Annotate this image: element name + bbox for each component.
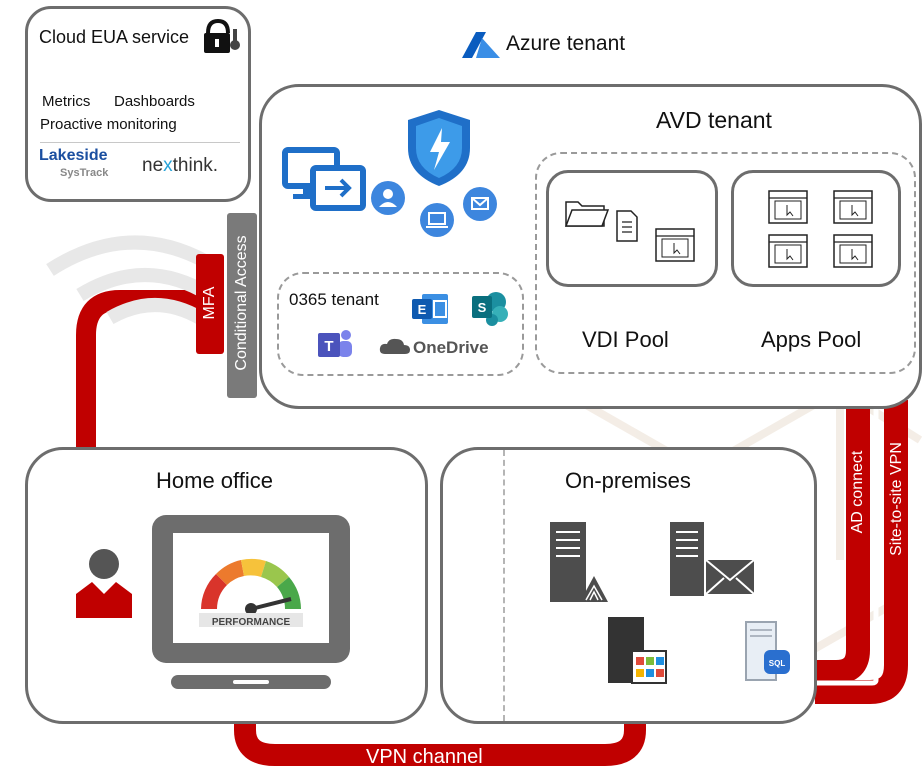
svg-text:T: T [324, 338, 333, 355]
dashboards-label: Dashboards [114, 93, 195, 110]
app-window-icon [833, 190, 873, 224]
metrics-label: Metrics [42, 93, 91, 110]
sharepoint-icon: S [472, 292, 508, 326]
app-window-icon [768, 234, 808, 268]
nexthink-logo: nexthink. [142, 155, 219, 176]
svg-text:SQL: SQL [769, 659, 786, 668]
remote-desktop-icon [282, 147, 366, 211]
app-window-icon [833, 234, 873, 268]
defender-shield-icon [408, 110, 470, 186]
svg-text:S: S [478, 300, 487, 315]
mfa-bar [196, 254, 224, 354]
sql-server-icon: SQL [745, 621, 790, 681]
user-person-icon [76, 549, 132, 618]
svg-text:E: E [418, 302, 427, 317]
onedrive-label: OneDrive [413, 338, 489, 357]
cloud-eua-box: Cloud EUA service Metrics Dashboards Pro… [25, 6, 251, 202]
conditional-access-bar [227, 213, 257, 398]
mail-circle-icon [463, 187, 497, 221]
home-office-title: Home office [156, 468, 273, 493]
avd-tenant-title: AVD tenant [656, 107, 772, 133]
divider [40, 142, 240, 143]
server-mail-icon [670, 522, 755, 596]
systrack-logo: SysTrack [60, 167, 109, 179]
gauge-label: PERFORMANCE [212, 617, 291, 628]
mfa-label: MFA [201, 286, 218, 320]
user-circle-icon [371, 181, 405, 215]
server-network-icon [550, 522, 608, 602]
vpn-channel-label: VPN channel [366, 746, 483, 768]
app-window-icon [768, 190, 808, 224]
performance-gauge [199, 558, 303, 627]
proactive-label: Proactive monitoring [40, 116, 177, 133]
server-app-icon [608, 617, 667, 684]
laptop-icon: PERFORMANCE [152, 515, 350, 689]
teams-icon: T [318, 330, 352, 357]
azure-logo-icon [462, 32, 500, 58]
vdi-pool-label: VDI Pool [582, 327, 669, 352]
site-to-site-label: Site-to-site VPN [888, 442, 905, 556]
on-premises-title: On-premises [565, 468, 691, 493]
ad-connect-line [815, 405, 870, 684]
o365-tenant-box: 0365 tenant [277, 272, 524, 376]
lock-icon [204, 18, 240, 53]
mfa-link-line [76, 290, 210, 460]
o365-tenant-title: 0365 tenant [289, 290, 379, 309]
apps-pool-label: Apps Pool [761, 327, 862, 352]
azure-tenant-title: Azure tenant [506, 32, 626, 55]
site-to-site-line [815, 400, 908, 704]
onprem-divider [503, 450, 505, 721]
pools-box [535, 152, 916, 374]
vpn-channel-line [234, 712, 646, 766]
folder-icon [564, 201, 610, 227]
onedrive-cloud-icon [379, 338, 410, 354]
apps-pool-box [731, 170, 901, 287]
lakeside-logo: Lakeside [39, 147, 108, 164]
app-window-icon [655, 228, 695, 262]
conditional-access-label: Conditional Access [233, 235, 250, 371]
cloud-eua-title: Cloud EUA service [39, 27, 190, 47]
device-circle-icon [420, 203, 454, 237]
exchange-icon: E [412, 294, 448, 324]
ad-connect-label: AD connect [849, 450, 866, 534]
document-icon [616, 210, 638, 242]
